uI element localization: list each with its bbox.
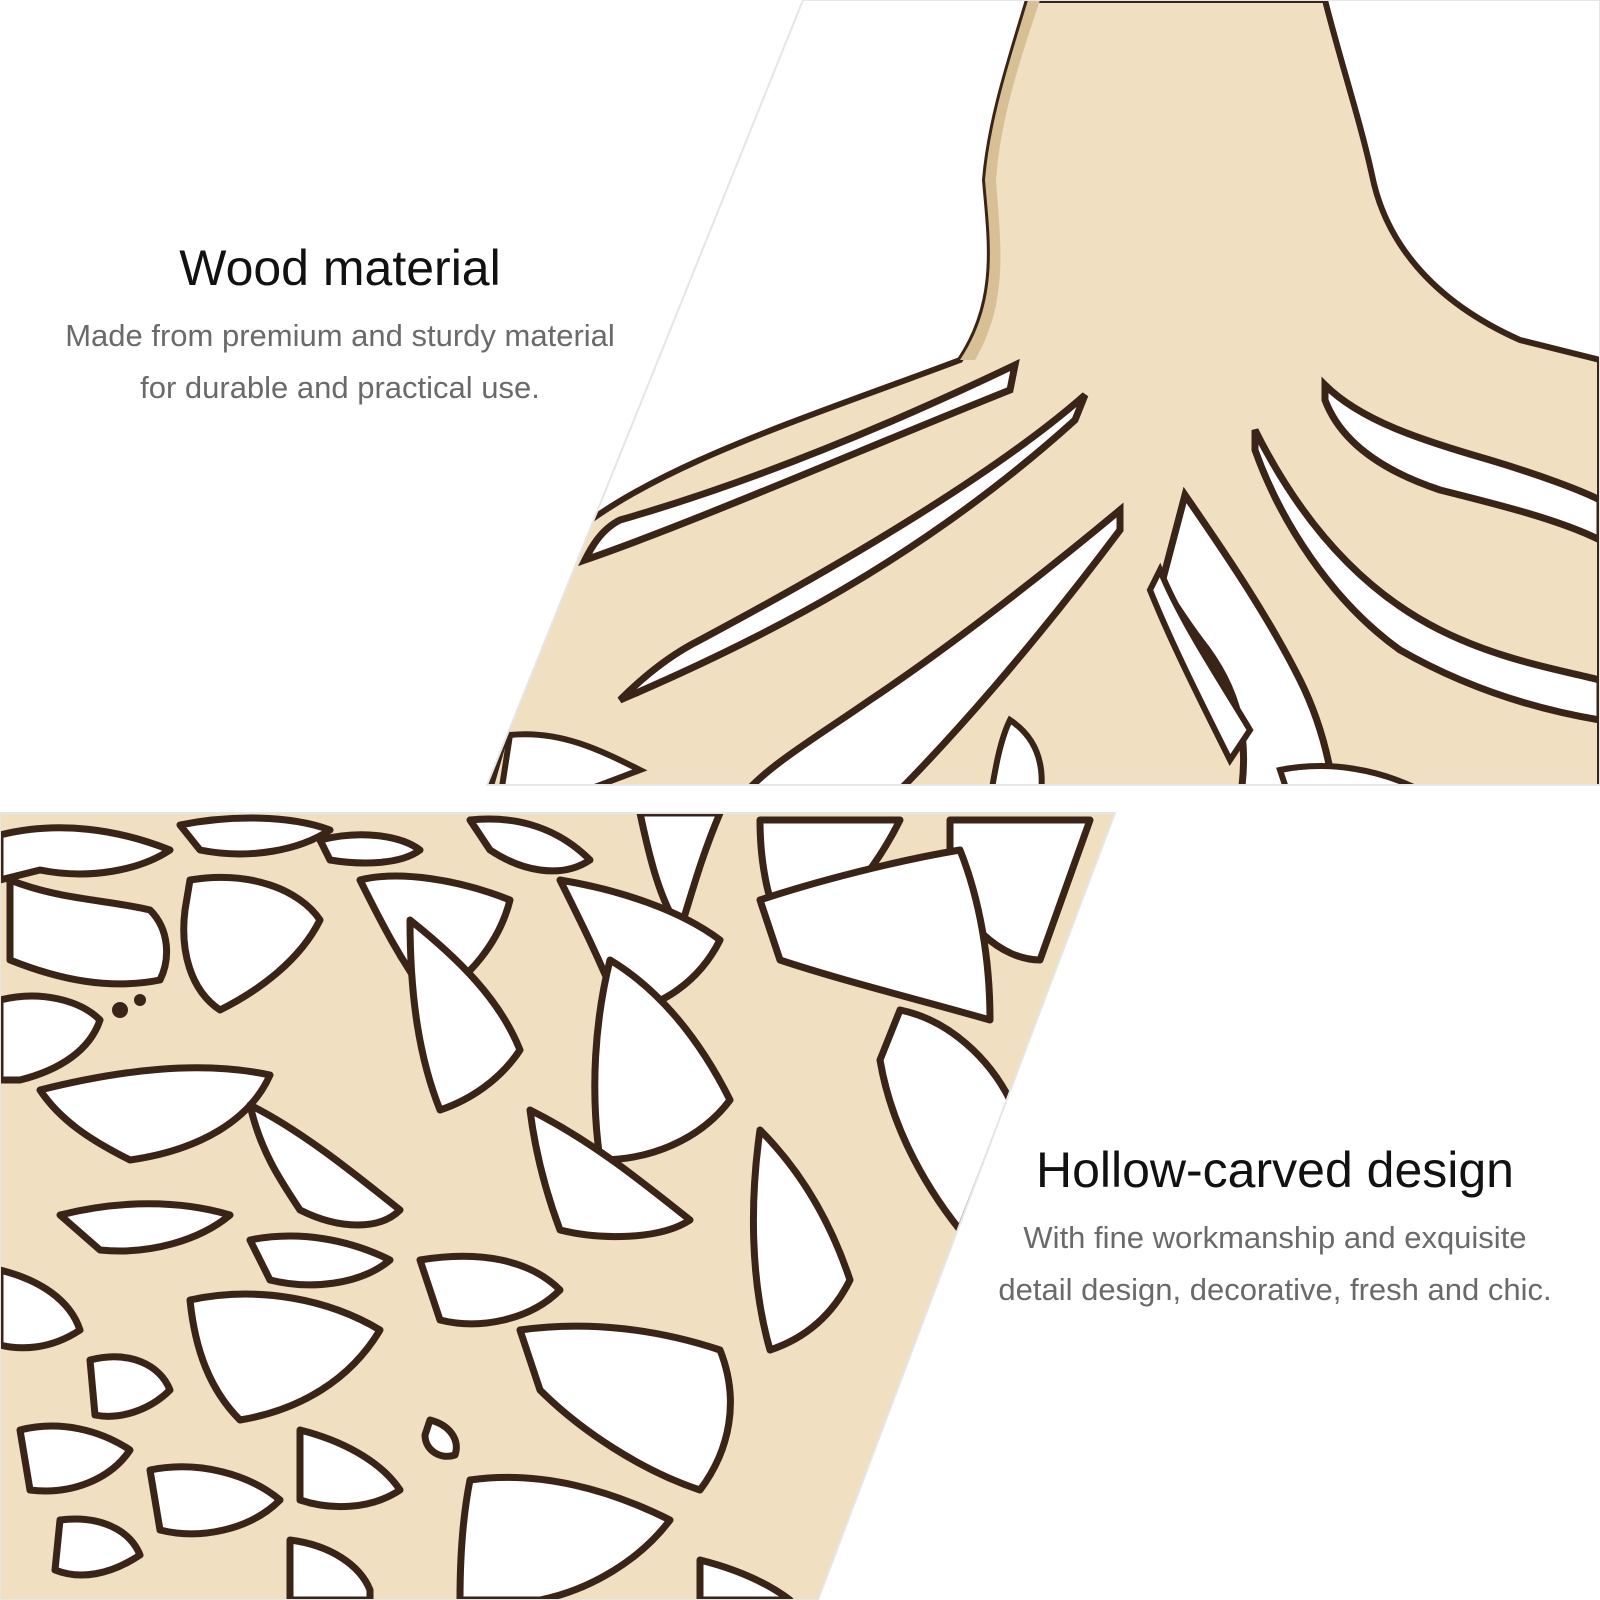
tree-trunk-roots-image: [487, 0, 1600, 785]
feature-title: Wood material: [179, 240, 501, 296]
feature-description-line: for durable and practical use.: [140, 370, 540, 405]
feature-description-line: With fine workmanship and exquisite: [1023, 1220, 1527, 1255]
feature-description: With fine workmanship and exquisite deta…: [950, 1212, 1600, 1316]
feature-description: Made from premium and sturdy material fo…: [0, 310, 680, 414]
feature-wood-material: Wood material Made from premium and stur…: [0, 236, 680, 414]
feature-description-line: detail design, decorative, fresh and chi…: [998, 1272, 1552, 1307]
carved-branches-image: [0, 813, 1115, 1600]
feature-hollow-carved-design: Hollow-carved design With fine workmansh…: [950, 1138, 1600, 1316]
feature-title: Hollow-carved design: [1035, 1142, 1514, 1198]
feature-description-line: Made from premium and sturdy material: [65, 318, 615, 353]
